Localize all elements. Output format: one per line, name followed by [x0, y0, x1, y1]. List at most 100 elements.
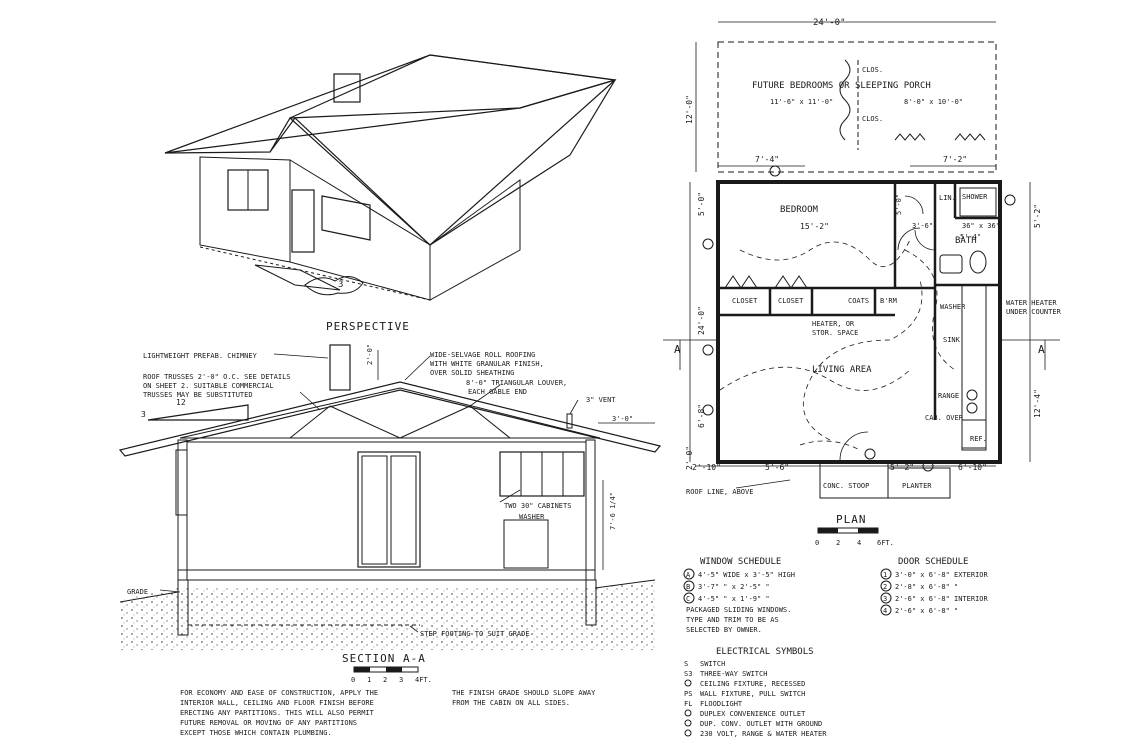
- bedroom-depth-dimension: 5'-0": [697, 192, 706, 216]
- svg-text:4: 4: [883, 607, 887, 615]
- section-left-footing: [177, 579, 189, 636]
- construction-notes: FOR ECONOMY AND EASE OF CONSTRUCTION, AP…: [180, 689, 596, 737]
- bath-lavatory: [939, 254, 963, 274]
- roof-line-label: ROOF LINE, ABOVE: [686, 488, 753, 496]
- range-label: RANGE: [938, 392, 959, 400]
- svg-text:PS: PS: [684, 690, 692, 698]
- trusses-label-1: ROOF TRUSSES 2'-0" O.C. SEE DETAILS: [143, 373, 291, 381]
- section-right-footing: [585, 579, 597, 626]
- svg-text:2: 2: [883, 583, 887, 591]
- planter: [887, 467, 951, 499]
- cabinets-label: TWO 30" CABINETS: [504, 502, 571, 510]
- louver-label-2: EACH GABLE END: [468, 388, 527, 396]
- svg-text:WALL FIXTURE, PULL SWITCH: WALL FIXTURE, PULL SWITCH: [700, 690, 805, 698]
- svg-text:C: C: [686, 595, 690, 603]
- economy-note-line-5: EXCEPT THOSE WHICH CONTAIN PLUMBING.: [180, 729, 332, 737]
- perspective-stoop: [254, 264, 341, 291]
- section-ground: [120, 582, 655, 650]
- svg-text:3: 3: [883, 595, 887, 603]
- economy-note-line-3: ERECTING ANY PARTITIONS. THIS WILL ALSO …: [180, 709, 375, 717]
- porch-label: FUTURE BEDROOMS OR SLEEPING PORCH: [752, 81, 931, 91]
- window-marks: [702, 165, 1016, 472]
- section-view: 3 12 LIGHTWEIGHT PREFAB. CHIMNEY ROOF TR…: [118, 344, 662, 684]
- bottom-left-dimension: 2'-10": [692, 463, 721, 472]
- chimney-height-dimension: 2'-0": [366, 344, 374, 365]
- refrigerator: [961, 419, 987, 449]
- svg-text:SWITCH: SWITCH: [700, 660, 725, 668]
- electrical-circuits: [719, 239, 956, 451]
- svg-text:DUP. CONV. OUTLET WITH GROUND: DUP. CONV. OUTLET WITH GROUND: [700, 720, 822, 728]
- svg-text:A: A: [686, 571, 691, 579]
- section-scale-0: 0: [351, 676, 355, 684]
- elec-ceiling-fixture: CEILING FIXTURE, RECESSED: [684, 679, 805, 688]
- svg-text:3'-7" " x 2'-5" ": 3'-7" " x 2'-5" ": [698, 583, 770, 591]
- perspective-chimney: [333, 73, 361, 103]
- section-marker-right: A: [1038, 343, 1046, 356]
- window-row-b: B 3'-7" " x 2'-5" ": [683, 580, 770, 592]
- section-sliding-door: [357, 451, 421, 568]
- plan-scale-2: 2: [836, 539, 840, 547]
- plan-top-width-dimension: 24'-0": [813, 18, 846, 28]
- bottom-right-a-dimension: 5'-2": [890, 463, 914, 472]
- section-floor: [177, 569, 596, 581]
- perspective-view: 3 PERSPECTIVE: [164, 54, 617, 333]
- elec-wall-fixture: PS WALL FIXTURE, PULL SWITCH: [684, 690, 805, 698]
- plan-scale-0: 0: [815, 539, 819, 547]
- chimney-label: LIGHTWEIGHT PREFAB. CHIMNEY: [143, 352, 258, 360]
- section-scale-2: 2: [383, 676, 387, 684]
- vent-label: 3" VENT: [586, 396, 616, 404]
- perspective-shrubs: [304, 276, 364, 296]
- svg-text:CEILING FIXTURE, RECESSED: CEILING FIXTURE, RECESSED: [700, 680, 805, 688]
- svg-text:B: B: [686, 583, 690, 591]
- svg-text:FL: FL: [684, 700, 692, 708]
- section-chimney: [329, 344, 351, 391]
- living-area-label: LIVING AREA: [812, 365, 872, 375]
- elec-switch: S SWITCH: [684, 660, 725, 668]
- concrete-stoop: [819, 461, 889, 499]
- slope-rise-label: 3: [141, 410, 146, 419]
- cabinet-over-label: CAB. OVER: [925, 414, 964, 422]
- perspective-roof-slope: [288, 54, 617, 246]
- perspective-window-front: [321, 195, 371, 241]
- shower-label: SHOWER: [962, 193, 988, 201]
- grade-note-line-1: THE FINISH GRADE SHOULD SLOPE AWAY: [452, 689, 596, 697]
- kitchen-counter: [961, 284, 987, 451]
- porch-outline: [717, 41, 997, 173]
- water-heater-label-1: WATER HEATER: [1006, 299, 1057, 307]
- window-schedule: WINDOW SCHEDULE A 4'-5" WIDE x 3'-5" HIG…: [683, 557, 795, 634]
- section-scale-4: 4FT.: [415, 676, 432, 684]
- svg-text:2'-6" x 6'-8" INTERIOR: 2'-6" x 6'-8" INTERIOR: [895, 595, 989, 603]
- roofing-label-3: OVER SOLID SHEATHING: [430, 369, 514, 377]
- porch-left-size: 11'-6" x 11'-0": [770, 98, 833, 106]
- grade-note-line-2: FROM THE CABIN ON ALL SIDES.: [452, 699, 570, 707]
- footing-label: STEP FOOTING TO SUIT GRADE: [420, 630, 530, 638]
- elec-floodlight: FL FLOODLIGHT: [684, 700, 743, 708]
- planter-label: PLANTER: [902, 482, 932, 490]
- plan-title: PLAN: [836, 513, 867, 526]
- section-left-wall: [177, 439, 188, 581]
- svg-text:1: 1: [883, 571, 887, 579]
- heater-label-2: STOR. SPACE: [812, 329, 858, 337]
- slope-run-label: 12: [176, 398, 186, 407]
- electrical-title: ELECTRICAL SYMBOLS: [716, 647, 814, 657]
- bottom-middle-dimension: 5'-6": [765, 463, 789, 472]
- porch-right-size: 8'-0" x 10'-0": [904, 98, 963, 106]
- svg-text:DUPLEX CONVENIENCE OUTLET: DUPLEX CONVENIENCE OUTLET: [700, 710, 806, 718]
- electrical-symbols: ELECTRICAL SYMBOLS S SWITCH S3 THREE-WAY…: [684, 647, 827, 738]
- louver-label-1: 8'-0" TRIANGULAR LOUVER,: [466, 379, 567, 387]
- broom-closet-label: B'RM: [880, 297, 897, 305]
- floor-plan: 24'-0" 12'-0" 7'-4" 7'-2" 5'-0" 24'-0" 6…: [663, 18, 1062, 547]
- step-down-dimension: 2'-0": [685, 446, 694, 470]
- svg-text:2'-8" x 6'-8" ": 2'-8" x 6'-8" ": [895, 583, 958, 591]
- plan-scale-4: 4: [857, 539, 861, 547]
- refrigerator-label: REF.: [970, 435, 987, 443]
- window-row-a: A 4'-5" WIDE x 3'-5" HIGH: [683, 568, 795, 580]
- door-row-1: 1 3'-0" x 6'-8" EXTERIOR: [880, 568, 989, 580]
- svg-text:230 VOLT, RANGE & WATER HEATER: 230 VOLT, RANGE & WATER HEATER: [700, 730, 827, 738]
- bath-width-dimension: 5'-4": [960, 233, 981, 241]
- door-schedule: DOOR SCHEDULE 1 3'-0" x 6'-8" EXTERIOR 2…: [880, 557, 989, 616]
- dimension-lines: [663, 21, 1060, 489]
- perspective-title: PERSPECTIVE: [326, 320, 410, 333]
